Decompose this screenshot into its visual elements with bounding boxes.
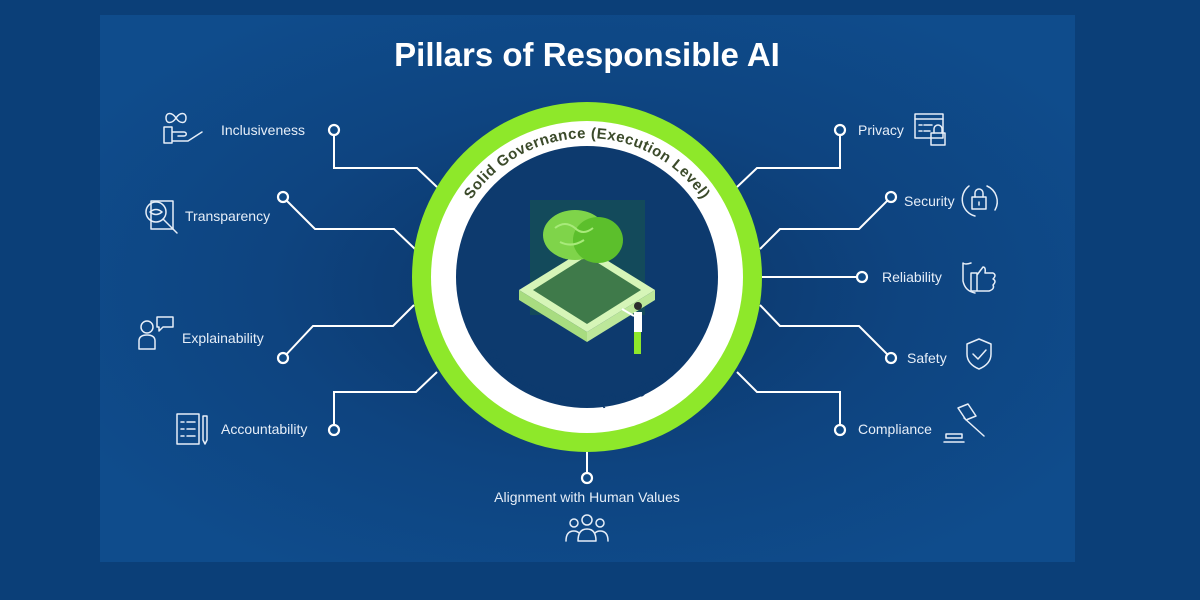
pillar-transparency: Transparency [145, 200, 270, 234]
pillar-privacy: Privacy [858, 113, 946, 146]
pillar-security: Security [904, 185, 998, 217]
pillar-label: Security [904, 193, 955, 209]
connector-dots [276, 123, 898, 485]
magnifier-eye-icon [145, 200, 178, 234]
pillar-reliability: Reliability [882, 262, 996, 294]
gavel-icon [943, 403, 985, 443]
pillar-label: Safety [907, 350, 947, 366]
pillar-label: Inclusiveness [221, 122, 305, 138]
pillar-compliance: Compliance [858, 403, 985, 443]
shield-thumbs-up-icon [962, 262, 996, 294]
form-lock-icon [914, 113, 946, 146]
pillar-label: Alignment with Human Values [494, 489, 680, 505]
pillar-explainability: Explainability [138, 316, 264, 350]
padlock-circle-icon [961, 185, 998, 217]
connector-lines [282, 130, 892, 478]
pillar-label: Accountability [221, 421, 307, 437]
pillar-safety: Safety [907, 338, 992, 370]
person-speech-icon [138, 316, 174, 350]
pillar-alignment: Alignment with Human Values [494, 489, 680, 542]
pillar-label: Compliance [858, 421, 932, 437]
brain-platform-illustration [519, 200, 655, 354]
people-group-icon [565, 514, 609, 542]
pillar-label: Transparency [185, 208, 270, 224]
pillar-inclusiveness: Inclusiveness [163, 112, 305, 144]
shield-check-icon [966, 338, 992, 370]
pillar-label: Explainability [182, 330, 264, 346]
page-title: Pillars of Responsible AI [394, 36, 780, 73]
infinity-hand-icon [163, 112, 203, 144]
pillar-label: Privacy [858, 122, 904, 138]
pillar-accountability: Accountability [176, 413, 307, 445]
pillar-label: Reliability [882, 269, 942, 285]
checklist-pen-icon [176, 413, 208, 445]
